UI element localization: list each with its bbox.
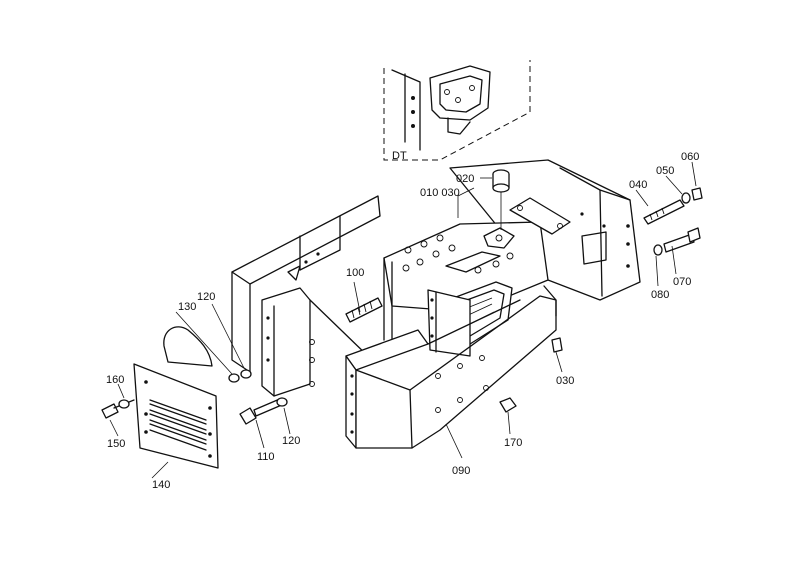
callout-170: 170 bbox=[504, 437, 522, 449]
callout-labels: 010 030 020 040 050 060 070 080 100 130 … bbox=[106, 151, 699, 491]
stud-bolt-100 bbox=[345, 297, 383, 323]
callout-140: 140 bbox=[152, 479, 170, 491]
callout-120-upper: 120 bbox=[197, 291, 215, 303]
callout-100: 100 bbox=[346, 267, 364, 279]
left-upright-bracket bbox=[231, 195, 381, 397]
callout-150: 150 bbox=[107, 438, 125, 450]
lower-frame-090 bbox=[345, 295, 557, 449]
leader-lines bbox=[109, 161, 697, 479]
callout-060: 060 bbox=[681, 151, 699, 163]
callout-010-030: 010 030 bbox=[420, 187, 460, 199]
callout-020: 020 bbox=[456, 173, 474, 185]
callout-040: 040 bbox=[629, 179, 647, 191]
callout-030-lower: 030 bbox=[556, 375, 574, 387]
callout-130: 130 bbox=[178, 301, 196, 313]
dt-inset: DT bbox=[383, 60, 531, 162]
front-frame-body bbox=[383, 159, 641, 357]
callout-160: 160 bbox=[106, 374, 124, 386]
front-grille-140 bbox=[133, 326, 219, 469]
inset-label: DT bbox=[392, 150, 407, 162]
fasteners bbox=[101, 187, 703, 425]
callout-120-lower: 120 bbox=[282, 435, 300, 447]
callout-070: 070 bbox=[673, 276, 691, 288]
callout-050: 050 bbox=[656, 165, 674, 177]
callout-090: 090 bbox=[452, 465, 470, 477]
callout-080: 080 bbox=[651, 289, 669, 301]
callout-110: 110 bbox=[257, 451, 275, 463]
plug-020 bbox=[492, 169, 510, 230]
